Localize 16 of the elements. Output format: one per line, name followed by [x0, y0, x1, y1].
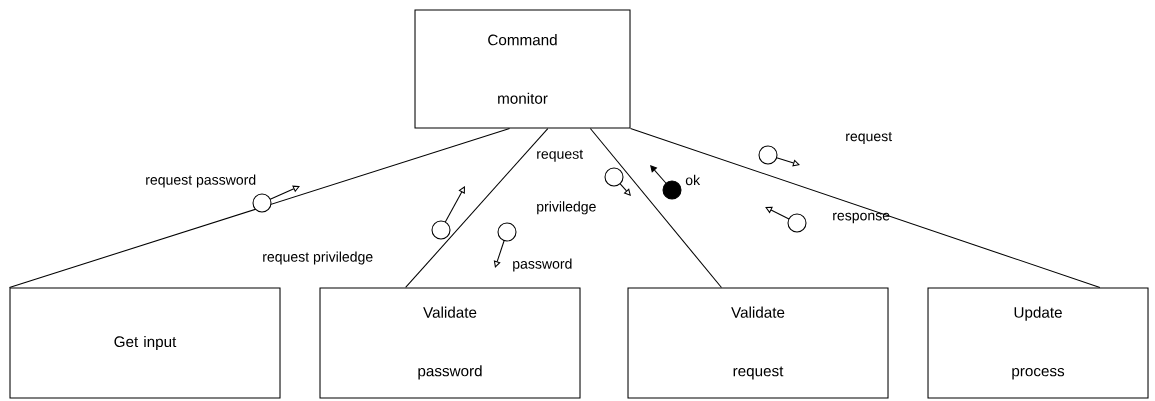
couple-label: response	[833, 212, 890, 224]
module-box: Validate request	[627, 287, 889, 399]
connector-line	[630, 128, 1101, 288]
couple-label: request	[846, 132, 893, 144]
couple-label: ok	[685, 174, 701, 186]
module-box: Update process	[927, 287, 1149, 399]
couple-label: request password	[146, 174, 256, 188]
module-box: Validate password	[319, 287, 581, 399]
module-box: Get input	[9, 287, 281, 399]
connector-line	[405, 128, 549, 288]
connector-line	[8, 128, 511, 288]
module-box: Command monitor	[414, 9, 631, 129]
couple-label: request priviledge	[537, 149, 596, 215]
couple-label: request priviledge	[263, 251, 373, 265]
couple-label: password	[513, 258, 572, 272]
connector-line	[589, 128, 722, 288]
